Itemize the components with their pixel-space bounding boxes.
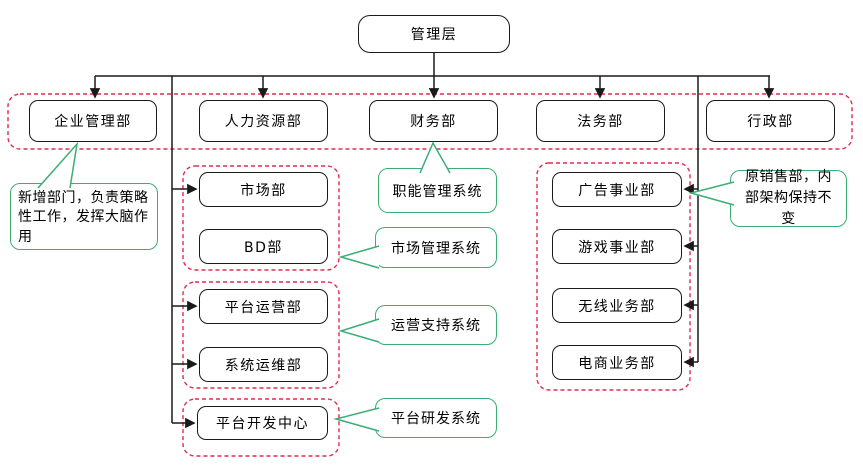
node-management: 管理层 — [358, 15, 510, 53]
node-finance-dept: 财务部 — [369, 100, 498, 142]
node-marketing-dept: 市场部 — [199, 172, 328, 207]
callout-platform-rd-system: 平台研发系统 — [375, 398, 497, 438]
callout-market-management-system: 市场管理系统 — [375, 227, 497, 268]
node-platform-dev-center: 平台开发中心 — [197, 406, 328, 440]
node-hr-dept: 人力资源部 — [199, 100, 328, 142]
node-legal-dept: 法务部 — [536, 100, 665, 142]
node-bd-dept: BD部 — [199, 229, 328, 264]
group-frame-business-units — [536, 162, 691, 391]
group-frame-platform-dev — [182, 398, 340, 457]
callout-new-department-note: 新增部门，负责策略性工作，发挥大脑作用 — [10, 183, 158, 250]
group-frame-market-bd — [182, 165, 340, 271]
node-game-bu: 游戏事业部 — [552, 229, 682, 264]
node-admin-dept: 行政部 — [706, 100, 835, 142]
callout-functional-management-system: 职能管理系统 — [378, 168, 497, 213]
callout-former-sales-note: 原销售部，内部架构保持不变 — [730, 169, 847, 227]
node-enterprise-management-dept: 企业管理部 — [29, 100, 157, 142]
node-platform-operations-dept: 平台运营部 — [199, 289, 328, 324]
node-wireless-bu: 无线业务部 — [552, 288, 682, 323]
node-system-maintenance-dept: 系统运维部 — [199, 347, 328, 382]
node-advertising-bu: 广告事业部 — [552, 172, 682, 207]
callout-operations-support-system: 运营支持系统 — [375, 305, 497, 345]
node-ecommerce-bu: 电商业务部 — [552, 345, 682, 380]
